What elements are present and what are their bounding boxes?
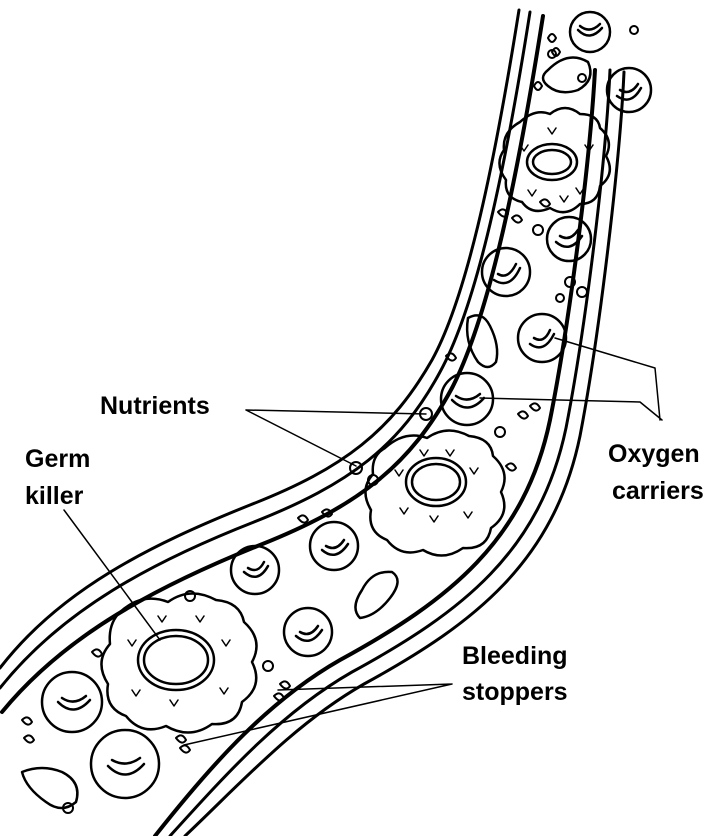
white-blood-cell-icon — [365, 430, 504, 555]
red-blood-cell-icon — [441, 373, 493, 425]
red-blood-cell-icon — [547, 217, 591, 261]
germ-killer-label-line1: Germ — [25, 445, 90, 474]
red-blood-cell-icon — [42, 672, 102, 732]
oxygen-carriers-label-line2: carriers — [612, 477, 704, 506]
red-blood-cell-icon — [284, 608, 332, 656]
red-blood-cell-icon — [607, 68, 651, 112]
nutrients-label: Nutrients — [100, 392, 210, 421]
vessel-wall-right — [155, 70, 624, 836]
red-blood-cell-icon — [310, 522, 358, 570]
red-blood-cell-icon — [22, 768, 77, 808]
vessel-wall-left — [0, 10, 543, 712]
red-blood-cell-icon — [355, 572, 397, 618]
bleeding-stoppers-label-line1: Bleeding — [462, 642, 568, 671]
red-blood-cell-icon — [570, 12, 610, 52]
red-blood-cell-icon — [91, 730, 159, 798]
white-blood-cell-icon — [101, 593, 256, 732]
germ-killer-label-line2: killer — [25, 482, 83, 511]
bleeding-stoppers-label-line2: stoppers — [462, 678, 568, 707]
germ-killer-leader — [64, 510, 160, 640]
red-blood-cell-icon — [231, 546, 279, 594]
red-blood-cell-icon — [482, 248, 530, 296]
oxygen-carriers-label-line1: Oxygen — [608, 440, 700, 469]
red-blood-cell-icon — [518, 314, 566, 362]
